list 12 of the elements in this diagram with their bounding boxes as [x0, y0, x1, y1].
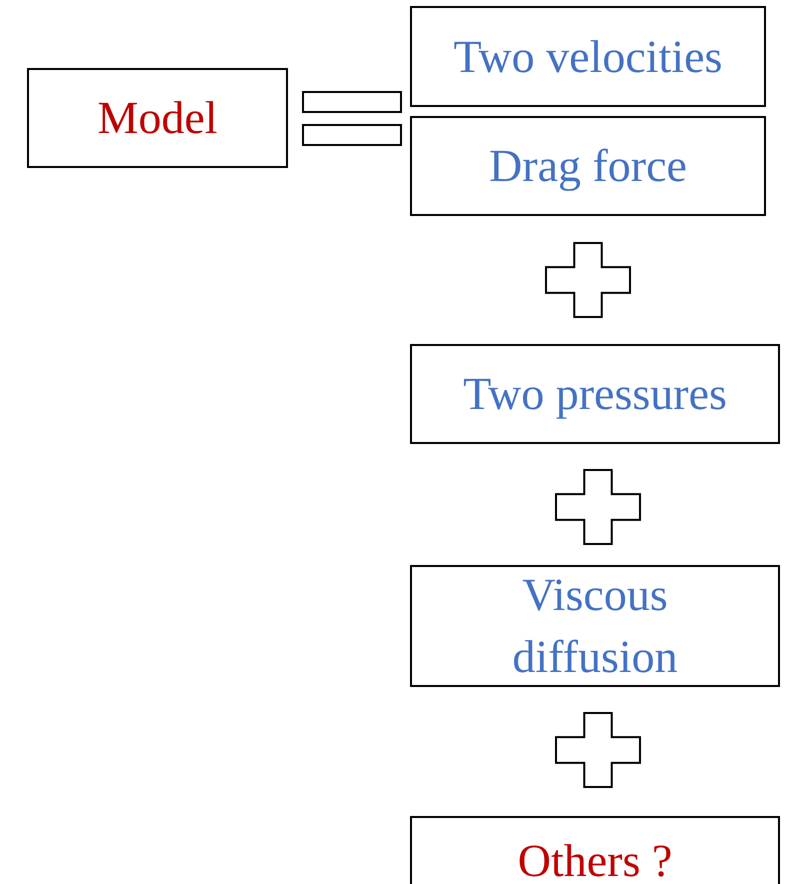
text-box	[410, 344, 780, 444]
text-box	[27, 68, 288, 168]
box-label: Two velocities	[454, 30, 722, 84]
text-box	[410, 565, 780, 687]
box-label: Drag force	[489, 139, 687, 193]
text-box	[410, 6, 766, 107]
box-label: Two pressures	[463, 367, 727, 421]
box-label: Model	[97, 91, 218, 145]
box-label: Viscous diffusion	[511, 568, 679, 684]
text-box	[410, 816, 780, 884]
text-box	[410, 116, 766, 216]
box-label: Others ?	[518, 834, 672, 884]
